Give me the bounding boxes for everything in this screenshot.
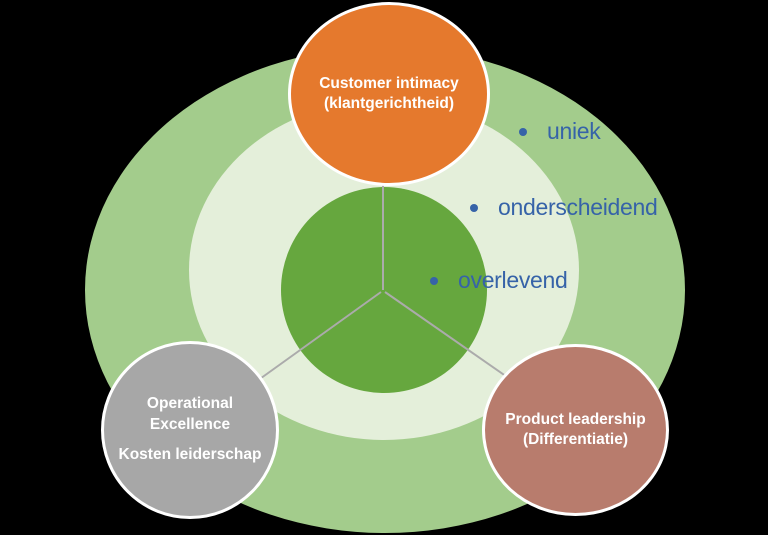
level-item-overlevend: overlevend	[430, 269, 568, 292]
bullet-icon	[519, 127, 527, 136]
level-item-uniek: uniek	[519, 120, 601, 143]
circle-customer-intimacy: Customer intimacy (klantgerichtheid)	[288, 2, 490, 186]
circle-product-leadership: Product leadership (Differentiatie)	[482, 344, 669, 516]
level-item-onderscheidend: onderscheidend	[470, 194, 658, 220]
bullet-icon	[430, 276, 438, 285]
bullet-icon	[470, 203, 478, 212]
level-label-overlevend: overlevend	[458, 267, 568, 293]
level-label-onderscheidend: onderscheidend	[498, 194, 658, 220]
circle-customer-intimacy-line1: Customer intimacy	[319, 74, 459, 92]
circle-product-leadership-line1: Product leadership	[505, 410, 646, 428]
circle-operational-excellence: Operational Excellence Kosten leiderscha…	[101, 341, 279, 519]
circle-operational-excellence-para2: Kosten leiderschap	[118, 446, 262, 464]
circle-customer-intimacy-line2: (klantgerichtheid)	[323, 95, 455, 112]
level-label-uniek: uniek	[547, 118, 601, 144]
circle-product-leadership-line2: (Differentiatie)	[522, 431, 629, 448]
circle-operational-excellence-para1: Operational Excellence	[146, 395, 234, 433]
